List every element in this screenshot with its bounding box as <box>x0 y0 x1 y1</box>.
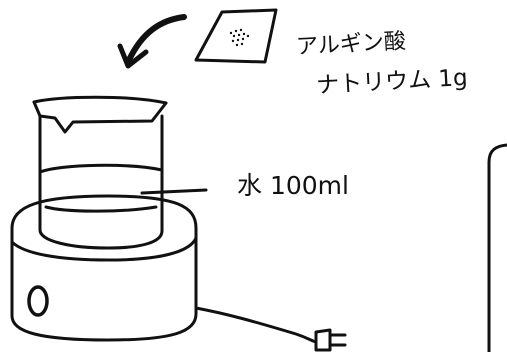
powder-dots <box>229 28 250 47</box>
water-surface <box>38 163 164 174</box>
water-ring <box>44 205 158 213</box>
stirrer-base <box>10 194 198 342</box>
water-leader-line <box>140 188 208 195</box>
power-cord <box>194 306 347 352</box>
pour-arrow <box>117 14 187 69</box>
reagent-label-line1: アルギン酸 <box>295 29 407 60</box>
beaker <box>32 95 168 250</box>
water-label: 水 100ml <box>237 171 349 200</box>
side-frame <box>487 143 507 352</box>
control-knob <box>27 285 49 317</box>
powder-packet <box>194 8 278 64</box>
